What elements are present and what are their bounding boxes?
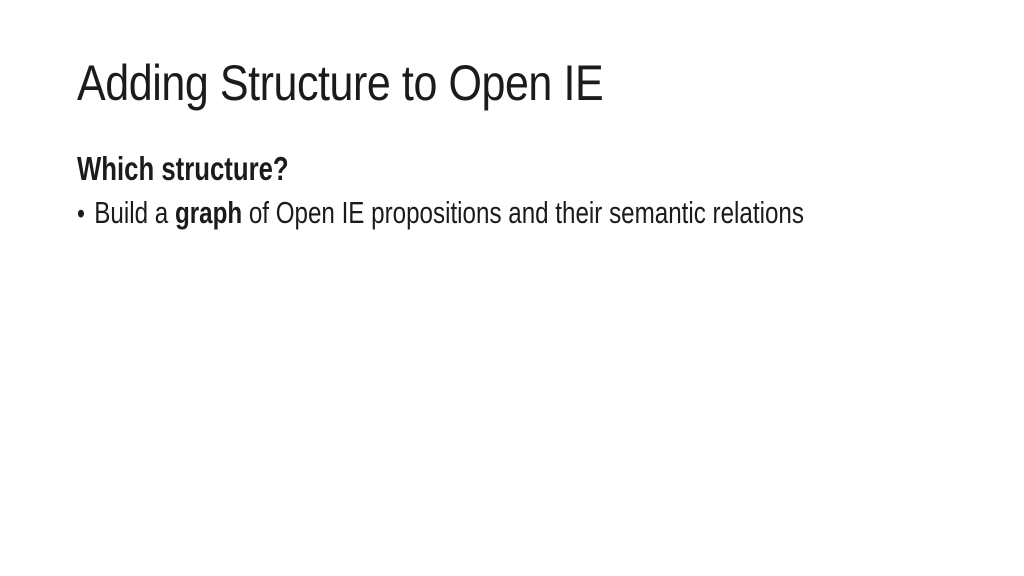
section-heading-text: Which structure? [77,150,289,187]
bullet-marker: • [77,198,85,230]
bullet-text-post: of Open IE propositions and their semant… [242,195,804,230]
bullet-line: • Build a graph of Open IE propositions a… [77,197,804,229]
slide-title: Adding Structure to Open IE [77,58,689,108]
bullet-text-bold: graph [174,195,243,230]
bullet-item: • Build a graph of Open IE propositions a… [77,197,1009,229]
section-heading: Which structure? [77,152,348,185]
bullet-text-pre: Build a [94,195,175,230]
slide-title-text: Adding Structure to Open IE [77,55,604,111]
